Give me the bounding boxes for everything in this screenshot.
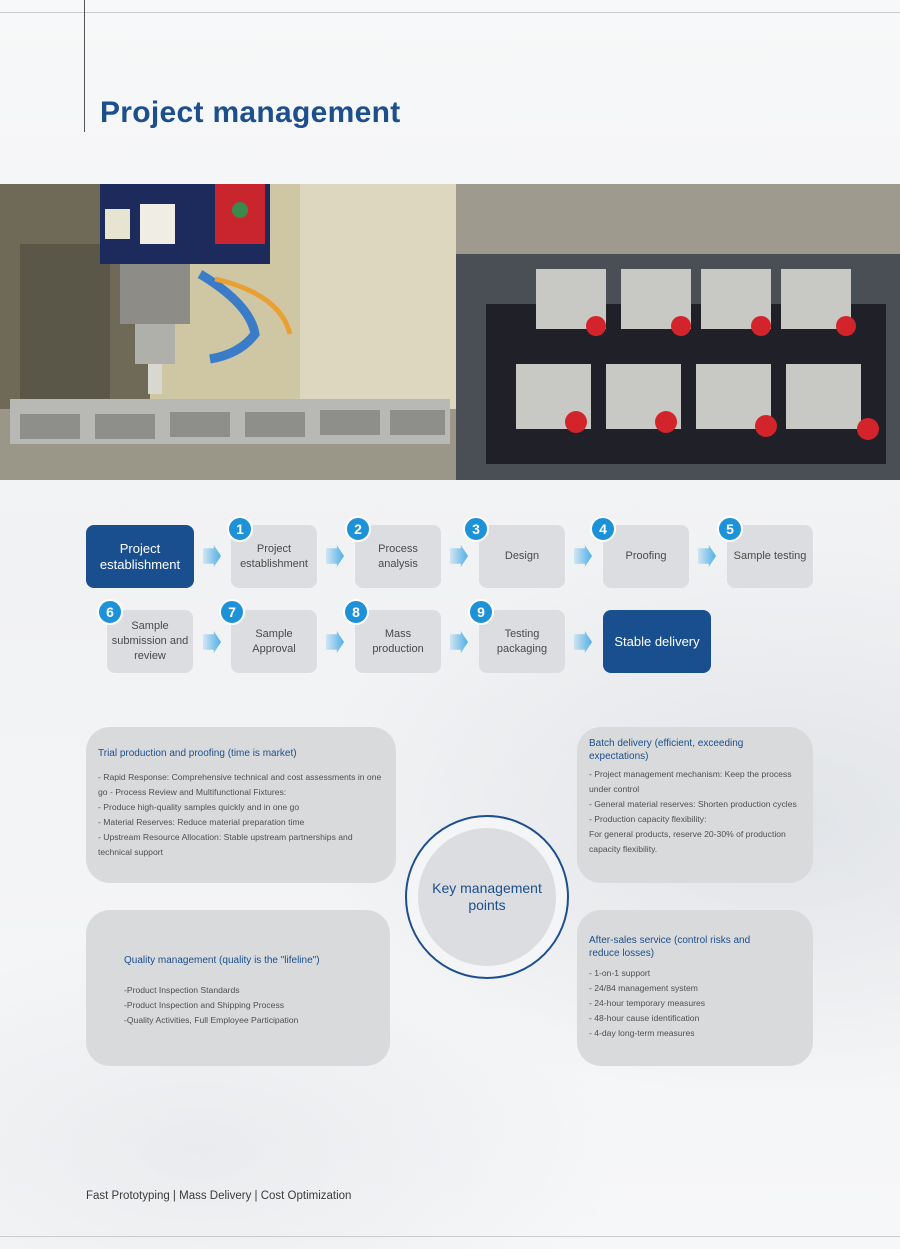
list-item: - 24-hour temporary measures: [589, 998, 706, 1008]
fixture-parts-photo: [456, 184, 900, 480]
flow-arrow: [574, 631, 592, 653]
flow-arrow: [450, 631, 468, 653]
flow-step-1: Project establishment: [231, 525, 317, 588]
flow-step-number: 7: [219, 599, 245, 625]
flow-step-label: Testing packaging: [496, 627, 548, 655]
list-item: - Produce high-quality samples quickly a…: [98, 802, 300, 812]
flow-arrow: [326, 631, 344, 653]
panel-title: Quality management (quality is the "life…: [124, 955, 320, 966]
flow-arrow: [203, 545, 221, 567]
flow-start-label: Project establishment: [99, 540, 181, 572]
bottom-divider: [0, 1236, 900, 1237]
flow-step-2: Process analysis: [355, 525, 441, 588]
footer-tagline: Fast Prototyping | Mass Delivery | Cost …: [86, 1190, 352, 1202]
panel-list: - Rapid Response: Comprehensive technica…: [98, 770, 384, 860]
flow-step-9: Testing packaging: [479, 610, 565, 673]
flow-step-7: Sample Approval: [231, 610, 317, 673]
list-item: - Production capacity flexibility:: [589, 814, 707, 824]
flow-step-8: Mass production: [355, 610, 441, 673]
flow-step-label: Mass production: [372, 627, 424, 655]
list-item: -Product Inspection and Shipping Process: [124, 1000, 285, 1010]
after-sales-panel: After-sales service (control risks and r…: [577, 910, 813, 1066]
top-divider: [0, 12, 900, 13]
flow-step-label: Process analysis: [378, 542, 418, 570]
flow-arrow: [326, 545, 344, 567]
flow-step-number: 9: [468, 599, 494, 625]
list-item: For general products, reserve 20-30% of …: [589, 829, 786, 854]
flow-step-label: Design: [504, 550, 540, 562]
flow-step-label: Project establishment: [240, 542, 308, 570]
flow-step-number: 3: [463, 516, 489, 542]
page-title: Project management: [100, 96, 401, 129]
list-item: - Rapid Response: Comprehensive technica…: [98, 772, 382, 797]
panel-list: -Product Inspection Standards -Product I…: [124, 983, 378, 1028]
quality-management-panel: Quality management (quality is the "life…: [86, 910, 390, 1066]
trial-production-panel: Trial production and proofing (time is m…: [86, 727, 396, 883]
flow-step-number: 5: [717, 516, 743, 542]
list-item: - General material reserves: Shorten pro…: [589, 799, 797, 809]
panel-title: Trial production and proofing (time is m…: [98, 748, 297, 759]
panel-list: - 1-on-1 support - 24/84 management syst…: [589, 966, 801, 1041]
key-points-core: Key management points: [418, 828, 556, 966]
key-points-label: Key management points: [432, 880, 542, 913]
flow-step-number: 6: [97, 599, 123, 625]
list-item: - Material Reserves: Reduce material pre…: [98, 817, 305, 827]
title-accent-line: [84, 0, 85, 132]
list-item: -Product Inspection Standards: [124, 985, 240, 995]
flow-step-label: Proofing: [625, 550, 667, 562]
flow-step-label: Sample submission and review: [111, 620, 189, 662]
flow-step-5: Sample testing: [727, 525, 813, 588]
list-item: -Quality Activities, Full Employee Parti…: [124, 1015, 299, 1025]
flow-arrow: [574, 545, 592, 567]
cnc-machining-photo: [0, 184, 456, 480]
list-item: - 1-on-1 support: [589, 968, 651, 978]
flow-step-label: Sample Approval: [252, 627, 296, 655]
flow-end-box: Stable delivery: [603, 610, 711, 673]
flow-step-number: 8: [343, 599, 369, 625]
panel-title: After-sales service (control risks and r…: [589, 935, 751, 959]
flow-arrow: [698, 545, 716, 567]
flow-arrow: [450, 545, 468, 567]
flow-step-4: Proofing: [603, 525, 689, 588]
flow-step-number: 1: [227, 516, 253, 542]
flow-step-number: 4: [590, 516, 616, 542]
key-points-circle: Key management points: [405, 815, 569, 979]
flow-step-number: 2: [345, 516, 371, 542]
panel-title: Batch delivery (efficient, exceeding exp…: [589, 738, 744, 762]
flow-arrow: [203, 631, 221, 653]
batch-delivery-panel: Batch delivery (efficient, exceeding exp…: [577, 727, 813, 883]
flow-end-label: Stable delivery: [614, 633, 700, 649]
flow-step-3: Design: [479, 525, 565, 588]
panel-list: - Project management mechanism: Keep the…: [589, 767, 801, 857]
list-item: - Upstream Resource Allocation: Stable u…: [98, 832, 353, 857]
flow-step-6: Sample submission and review: [107, 610, 193, 673]
list-item: - 4-day long-term measures: [589, 1028, 695, 1038]
list-item: - 24/84 management system: [589, 983, 698, 993]
list-item: - 48-hour cause identification: [589, 1013, 700, 1023]
flow-start-box: Project establishment: [86, 525, 194, 588]
flow-step-label: Sample testing: [733, 550, 807, 562]
list-item: - Project management mechanism: Keep the…: [589, 769, 792, 794]
